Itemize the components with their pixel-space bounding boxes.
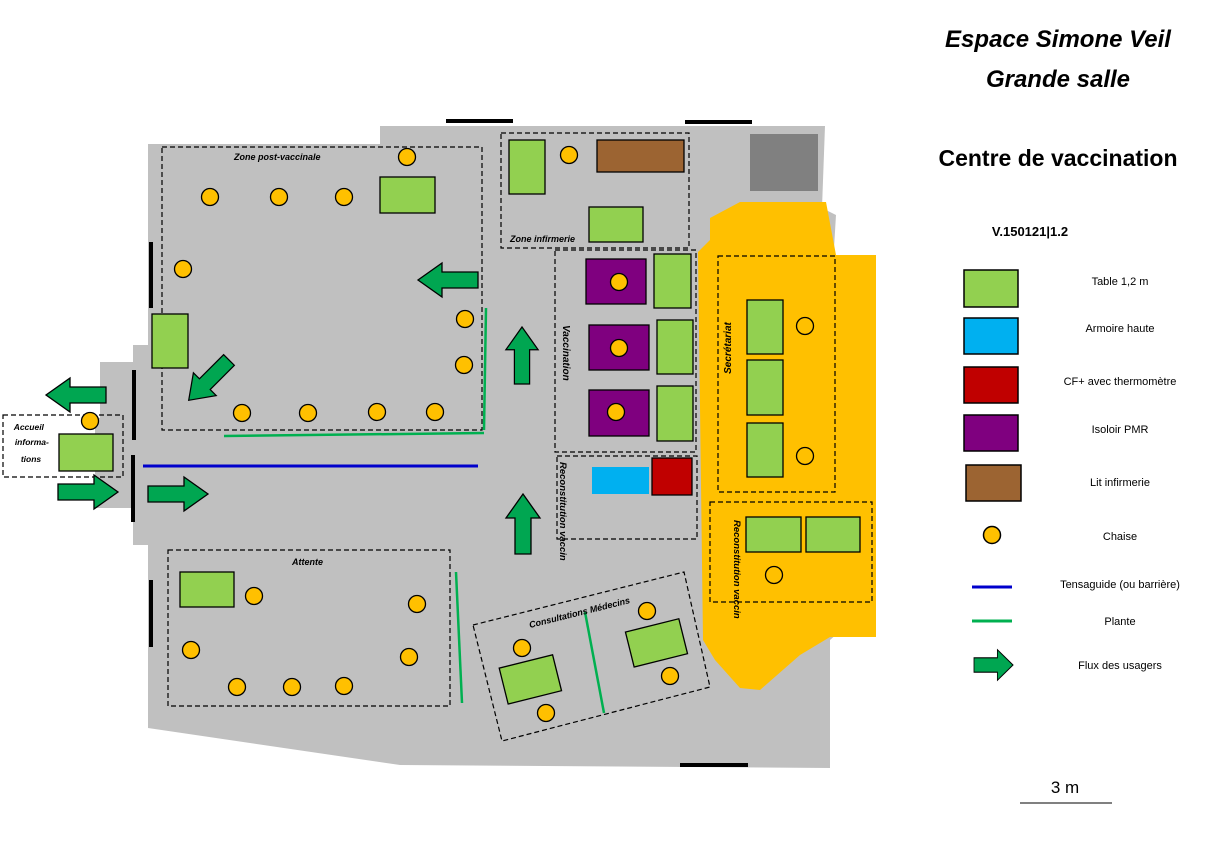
table xyxy=(805,516,861,553)
cabinet xyxy=(592,467,649,494)
table xyxy=(588,206,644,243)
chair xyxy=(282,677,302,697)
bed xyxy=(596,139,685,173)
table xyxy=(745,516,802,553)
zone-post-vaccinale-frame xyxy=(161,146,483,431)
chair xyxy=(795,316,815,336)
chair xyxy=(606,402,626,422)
chair xyxy=(407,594,427,614)
zone-reconstitution-1-frame xyxy=(556,455,698,540)
chair xyxy=(227,677,247,697)
chair xyxy=(367,402,387,422)
chair xyxy=(536,703,556,723)
fridge xyxy=(651,457,693,496)
table xyxy=(656,385,694,442)
zone-accueil-frame xyxy=(2,414,124,478)
label-zone-secretariat: Secrétariat xyxy=(723,321,734,373)
table xyxy=(746,299,784,355)
legend-lit-swatch xyxy=(965,464,1022,502)
legend-isoloir-label: Isoloir PMR xyxy=(1091,424,1149,436)
chair xyxy=(200,187,220,207)
zone-secretariat-frame xyxy=(717,255,836,493)
table xyxy=(624,617,689,668)
chair xyxy=(455,309,475,329)
chair xyxy=(397,147,417,167)
chair xyxy=(795,446,815,466)
label-zone-post-vaccinale: Zone post-vaccinale xyxy=(233,152,321,162)
chair xyxy=(173,259,193,279)
chair xyxy=(454,355,474,375)
zone-vaccination-frame xyxy=(554,249,697,453)
table xyxy=(746,359,784,416)
chair xyxy=(764,565,784,585)
chair xyxy=(232,403,252,423)
legend-table-label: Table 1,2 m xyxy=(1091,276,1149,288)
flow-arrow xyxy=(45,377,107,413)
table xyxy=(746,422,784,478)
table xyxy=(508,139,546,195)
chair xyxy=(637,601,657,621)
chair xyxy=(399,647,419,667)
title-line-2: Grande salle xyxy=(985,66,1131,93)
table xyxy=(151,313,189,369)
zone-reconstitution-2-frame xyxy=(709,501,873,603)
chair xyxy=(609,272,629,292)
table xyxy=(58,433,114,472)
table xyxy=(653,253,692,309)
legend-flux-label: Flux des usagers xyxy=(1078,660,1162,672)
legend-isoloir-swatch xyxy=(963,414,1019,452)
table xyxy=(179,571,235,608)
chair xyxy=(244,586,264,606)
legend-armoire-swatch xyxy=(963,317,1019,355)
label-zone-accueil: Accueil informa- tions xyxy=(13,422,52,464)
legend-armoire-label: Armoire haute xyxy=(1085,323,1155,335)
legend-tensaguide-label: Tensaguide (ou barrière) xyxy=(1060,579,1180,591)
label-zone-infirmerie: Zone infirmerie xyxy=(509,234,575,244)
chair xyxy=(298,403,318,423)
title-line-1: Espace Simone Veil xyxy=(945,26,1171,53)
scale-label: 3 m xyxy=(1050,778,1080,797)
label-zone-reconstitution-1: Reconstitution vaccin xyxy=(557,462,568,561)
secretariat-area xyxy=(698,202,876,690)
label-zone-reconstitution-2: Reconstitution vaccin xyxy=(731,520,742,619)
label-zone-attente: Attente xyxy=(291,557,323,567)
chair xyxy=(181,640,201,660)
chair xyxy=(425,402,445,422)
legend-chaise-label: Chaise xyxy=(1102,531,1138,543)
door-marks xyxy=(131,119,752,767)
table xyxy=(498,654,563,705)
legend-symbols xyxy=(963,269,1022,623)
technical-block xyxy=(750,134,818,191)
table xyxy=(656,319,694,375)
legend-table-swatch xyxy=(963,269,1019,308)
legend-cf-label: CF+ avec thermomètre xyxy=(1063,376,1177,388)
legend-plante-label: Plante xyxy=(1104,616,1136,628)
zone-infirmerie-frame xyxy=(500,132,690,249)
chair xyxy=(559,145,579,165)
plants xyxy=(223,307,606,714)
chair xyxy=(512,638,532,658)
chair xyxy=(334,187,354,207)
chair xyxy=(80,411,100,431)
zone-consultations-frame xyxy=(472,571,711,742)
label-zone-vaccination: Vaccination xyxy=(560,325,571,381)
chair xyxy=(609,338,629,358)
chair xyxy=(269,187,289,207)
legend-lit-label: Lit infirmerie xyxy=(1090,477,1150,489)
subtitle: Centre de vaccination xyxy=(938,145,1178,171)
legend-flux-arrow-icon xyxy=(973,649,1014,681)
table xyxy=(379,176,436,214)
legend-chaise-swatch xyxy=(982,525,1002,545)
chair xyxy=(334,676,354,696)
version-label: V.150121|1.2 xyxy=(991,224,1069,239)
zone-attente-frame xyxy=(167,549,451,707)
legend-cf-swatch xyxy=(963,366,1019,404)
chair xyxy=(660,666,680,686)
